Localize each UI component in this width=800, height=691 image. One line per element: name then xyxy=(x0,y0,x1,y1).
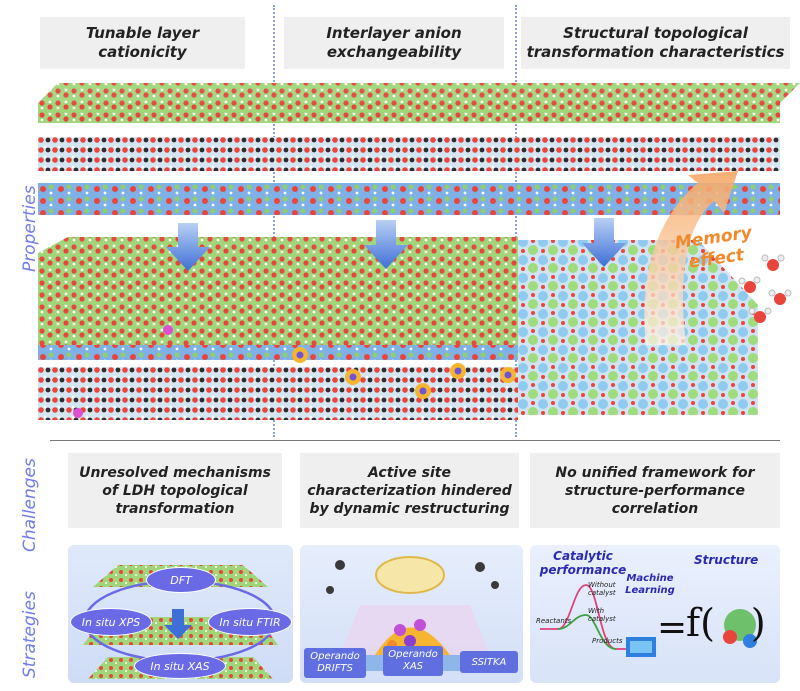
reactants-label: Reactants xyxy=(536,617,572,625)
strategy-panel-operando: Operando DRIFTS Operando XAS SSITKA xyxy=(300,545,523,683)
without-catalyst-label: Without catalyst xyxy=(588,581,616,597)
divider-2 xyxy=(515,5,517,437)
water-molecules xyxy=(738,254,792,323)
insitu-xps-label: In situ XPS xyxy=(70,608,152,636)
interlayer-anions xyxy=(73,325,516,418)
structure-label: Structure xyxy=(694,553,759,567)
machine-learning-label: Machine Learning xyxy=(625,573,675,596)
insitu-ftir-label: In situ FTIR xyxy=(208,608,292,636)
property-box-1: Tunable layer cationicity xyxy=(40,17,245,69)
strategy-panel-ml: Catalytic performance Structure Machine … xyxy=(530,545,780,683)
insitu-xas-label: In situ XAS xyxy=(134,653,226,679)
section-separator xyxy=(50,440,780,441)
ldh-structure-illustration xyxy=(38,83,800,420)
energy-profile-icon: = xyxy=(540,584,757,657)
side-label-properties: Properties xyxy=(20,185,40,272)
challenge-text-3: No unified framework for structure-perfo… xyxy=(555,464,755,517)
challenge-box-3: No unified framework for structure-perfo… xyxy=(530,453,780,528)
operando-drifts-label: Operando DRIFTS xyxy=(304,648,366,678)
divider-1 xyxy=(273,5,275,437)
svg-text:=: = xyxy=(657,607,687,648)
side-label-strategies: Strategies xyxy=(20,591,40,678)
property-title-3: Structural topological transformation ch… xyxy=(526,24,785,61)
with-catalyst-label: With catalyst xyxy=(588,607,616,623)
property-title-2: Interlayer anion exchangeability xyxy=(326,24,462,61)
property-box-3: Structural topological transformation ch… xyxy=(521,17,790,69)
ssitka-label: SSITKA xyxy=(460,651,518,673)
challenge-box-1: Unresolved mechanisms of LDH topological… xyxy=(68,453,282,528)
dft-label: DFT xyxy=(146,567,216,593)
side-label-challenges: Challenges xyxy=(20,458,40,552)
operando-xas-label: Operando XAS xyxy=(383,646,443,676)
property-box-2: Interlayer anion exchangeability xyxy=(284,17,504,69)
challenge-box-2: Active site characterization hindered by… xyxy=(300,453,519,528)
challenge-text-2: Active site characterization hindered by… xyxy=(307,464,512,517)
function-f-label: f() xyxy=(686,601,766,645)
challenge-text-1: Unresolved mechanisms of LDH topological… xyxy=(79,464,271,517)
strategy-panel-insitu: DFT In situ XPS In situ FTIR In situ XAS xyxy=(68,545,293,683)
property-title-1: Tunable layer cationicity xyxy=(85,24,200,61)
catalytic-performance-label: Catalytic performance xyxy=(539,549,627,577)
products-label: Products xyxy=(592,637,623,645)
